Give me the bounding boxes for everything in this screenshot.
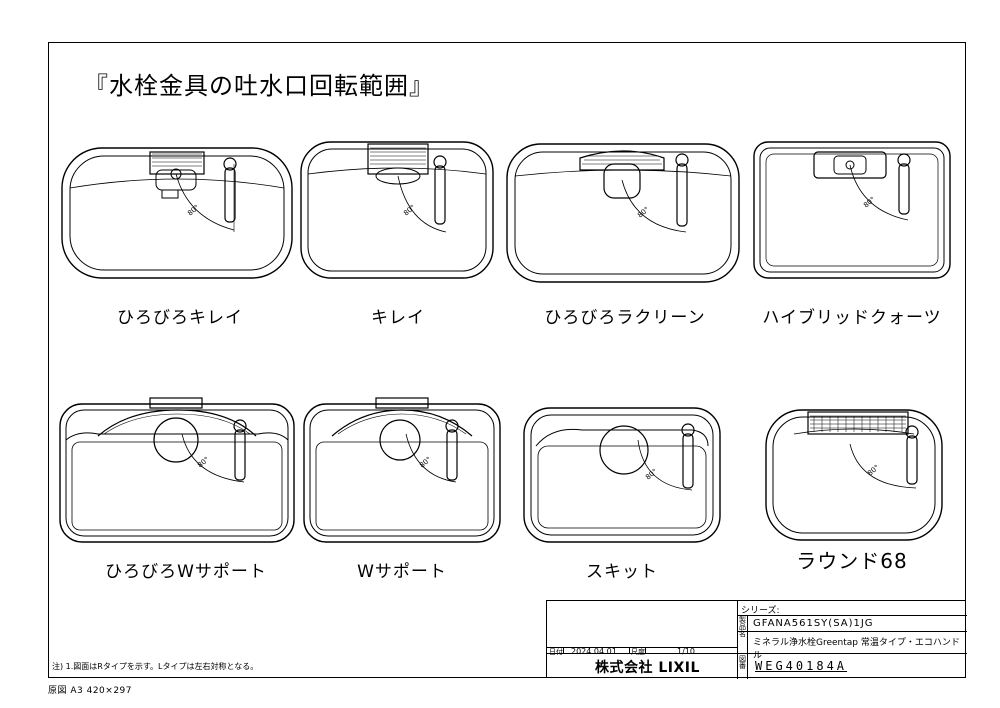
original-size-note: 原図 A3 420×297 bbox=[48, 686, 133, 696]
caption-round-68: ラウンド68 bbox=[796, 549, 908, 573]
date-value: 2024.04.01 bbox=[571, 647, 617, 656]
caption-skit: スキット bbox=[586, 562, 658, 582]
angle-label: 80° bbox=[862, 195, 877, 209]
product-label: 製品名 bbox=[739, 616, 746, 638]
drawing-number: WEG40184A bbox=[755, 659, 848, 673]
caption-w-support: Wサポート bbox=[357, 562, 447, 582]
sink-drawing-hirobiro-kirei: 80° bbox=[61, 147, 293, 279]
sink-drawing-skit: 80° bbox=[523, 407, 721, 543]
angle-label: 80° bbox=[418, 455, 433, 469]
angle-label: 80° bbox=[644, 467, 659, 481]
drawing-frame bbox=[48, 42, 966, 678]
sink-drawing-hirobiro-raku-clean: 80° bbox=[506, 143, 740, 283]
sink-drawing-kirei: 80° bbox=[300, 141, 494, 279]
sink-drawing-w-support: 80° bbox=[303, 397, 501, 543]
sink-drawing-round-68: 80° bbox=[765, 409, 943, 541]
caption-hirobiro-raku-clean: ひろびろラクリーン bbox=[544, 308, 706, 328]
angle-label: 80° bbox=[866, 463, 881, 477]
date-label: 日付 bbox=[549, 648, 563, 656]
caption-kirei: キレイ bbox=[371, 308, 425, 328]
scale-label: 尺度 bbox=[631, 648, 645, 656]
scale-value: 1/10 bbox=[677, 647, 695, 656]
drawing-title: 『水栓金具の吐水口回転範囲』 bbox=[84, 72, 434, 100]
drawing-no-label: 図番 bbox=[739, 655, 746, 670]
sink-drawing-hybrid-quartz: 80° bbox=[753, 141, 951, 279]
caption-hirobiro-w-support: ひろびろWサポート bbox=[105, 562, 267, 582]
angle-label: 80° bbox=[636, 205, 651, 219]
angle-label: 80° bbox=[402, 203, 417, 217]
series-label: シリーズ: bbox=[741, 606, 780, 616]
caption-hirobiro-kirei: ひろびろキレイ bbox=[117, 308, 243, 328]
company-logo: 株式会社 LIXIL bbox=[595, 660, 700, 676]
product-name: ミネラル浄水栓Greentap 常温タイプ・エコハンドル bbox=[753, 638, 960, 661]
title-block: シリーズ: 製品名 GFANA561SY(SA)1JG ミネラル浄水栓Green… bbox=[546, 600, 967, 679]
angle-label: 80° bbox=[196, 455, 211, 469]
note-1: 注) 1.図面はRタイプを示す。Lタイプは左右対称となる。 bbox=[52, 662, 259, 671]
angle-label: 80° bbox=[186, 203, 201, 217]
caption-hybrid-quartz: ハイブリッドクォーツ bbox=[762, 308, 942, 328]
model-number: GFANA561SY(SA)1JG bbox=[753, 618, 874, 629]
sink-drawing-hirobiro-w-support: 80° bbox=[59, 397, 295, 543]
